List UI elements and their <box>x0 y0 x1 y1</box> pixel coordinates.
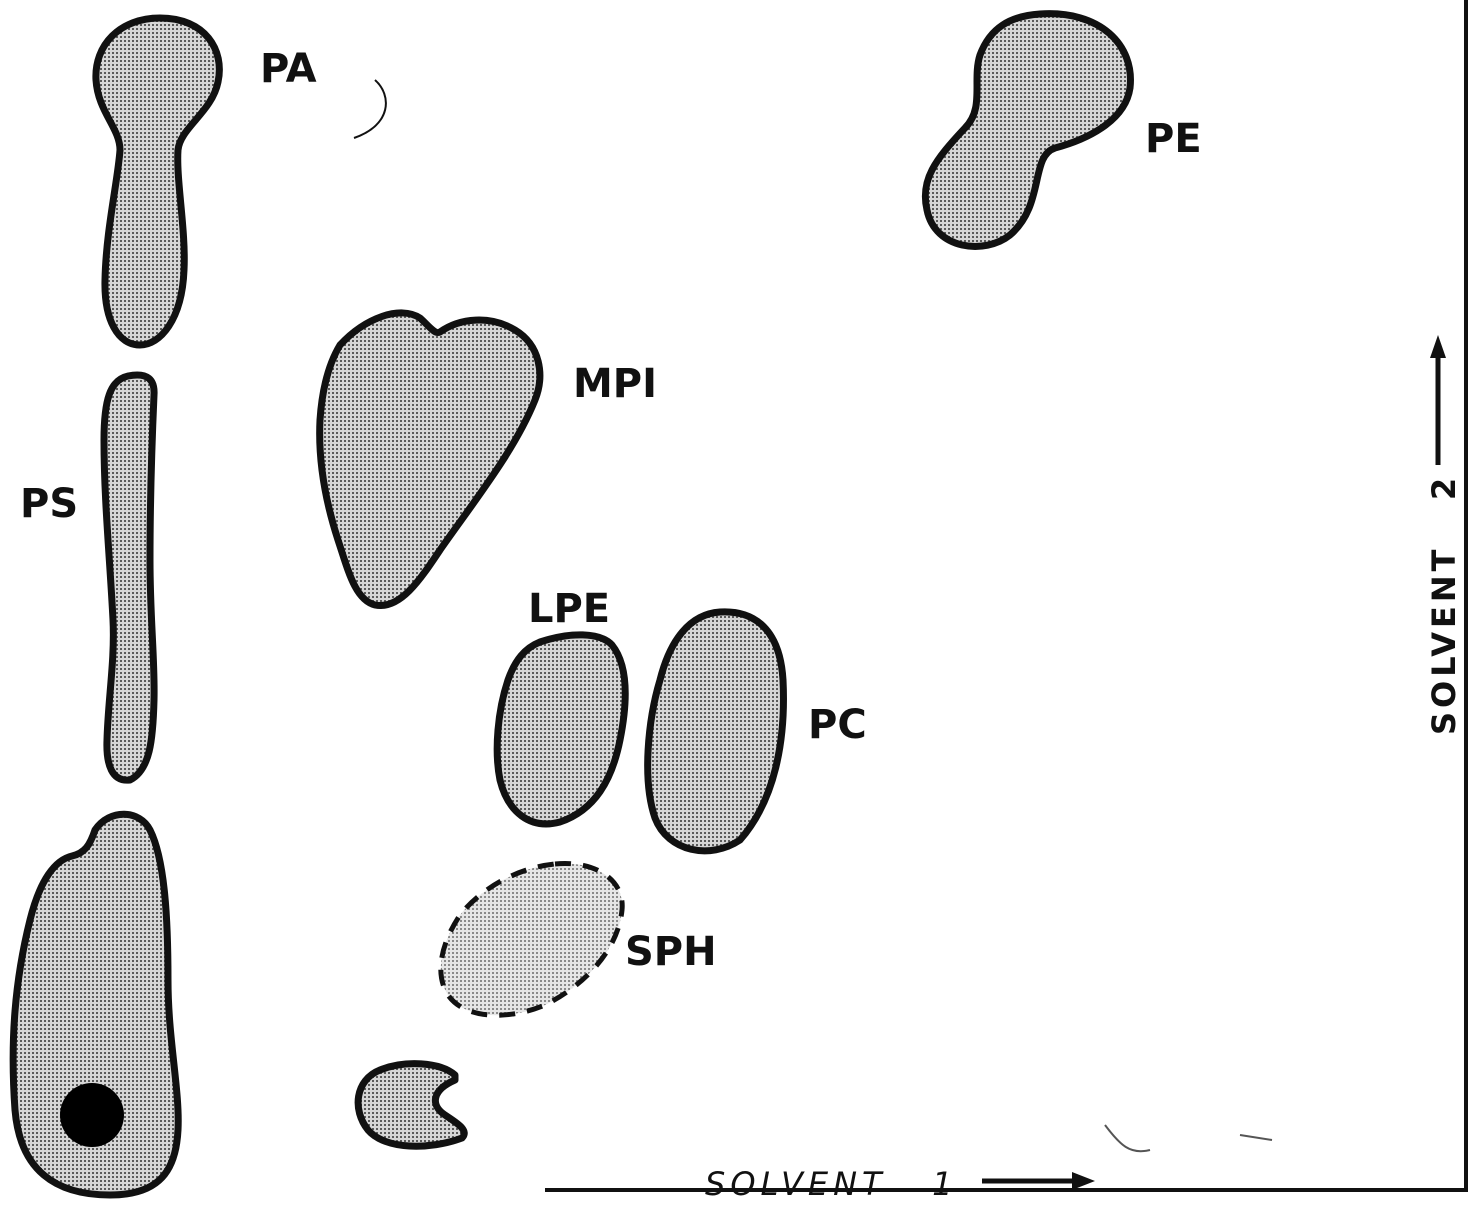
spot-mpi <box>320 313 540 606</box>
spot-sph <box>441 863 622 1015</box>
spot-pa <box>96 18 219 345</box>
spot-ps <box>104 375 154 780</box>
stray-mark-top <box>354 80 386 138</box>
label-ps: PS <box>20 481 78 527</box>
spot-lpe <box>497 635 625 824</box>
axis-label-solvent-2: SOLVENT 2 <box>1425 474 1463 735</box>
stray-mark-bottom-right <box>1105 1125 1272 1151</box>
label-sph: SPH <box>625 929 717 975</box>
origin-point <box>60 1083 124 1147</box>
label-pa: PA <box>260 46 317 92</box>
axis-label-solvent-1: SOLVENT 1 <box>705 1165 957 1203</box>
spot-small-c <box>358 1064 464 1147</box>
label-pe: PE <box>1145 116 1202 162</box>
arrow-solvent-2-head <box>1430 335 1446 358</box>
spot-pc <box>648 612 784 851</box>
label-pc: PC <box>808 702 867 748</box>
arrow-solvent-1-head <box>1072 1172 1095 1190</box>
spot-pe <box>925 14 1130 247</box>
label-lpe: LPE <box>528 586 610 632</box>
label-mpi: MPI <box>573 361 657 407</box>
